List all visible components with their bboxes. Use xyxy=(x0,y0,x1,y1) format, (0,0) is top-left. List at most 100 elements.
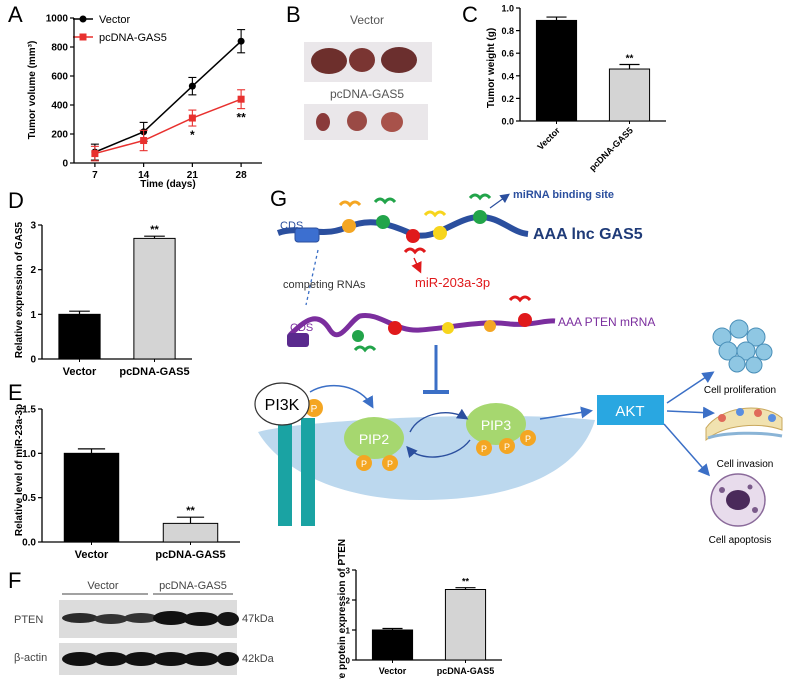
y-tick-label: 1.0 xyxy=(22,449,36,460)
y-tick-label: 0 xyxy=(346,657,351,666)
bar-gas5 xyxy=(162,522,219,543)
band-actin-2 xyxy=(94,652,128,666)
tumor-gas5-1 xyxy=(316,113,330,131)
lnc-node-orange xyxy=(342,219,356,233)
bar-vector xyxy=(63,452,120,543)
x-tick-label: 21 xyxy=(187,170,199,181)
blot-actin-label: β-actin xyxy=(14,652,47,664)
series-line-gas5 xyxy=(94,98,242,155)
y-tick-label: 0 xyxy=(62,159,68,170)
pip3-p-3-label: P xyxy=(525,434,531,444)
mir-203a-label: miR-203a-3p xyxy=(415,275,490,290)
band-pten-5 xyxy=(183,612,219,626)
pten-mrna-strand xyxy=(288,312,556,338)
cell-apoptosis-graphic xyxy=(710,473,766,527)
x-tick-label: pcDNA-GAS5 xyxy=(155,549,225,561)
akt-box xyxy=(597,395,664,425)
panel-letter-g: G xyxy=(270,186,288,211)
panel-letter-a: A xyxy=(8,2,23,27)
competing-link xyxy=(305,249,319,306)
legend-vector-marker xyxy=(79,15,87,23)
mirna-red-icon xyxy=(403,247,427,255)
cell-invasion-graphic xyxy=(705,407,783,442)
tumor-gas5-3 xyxy=(381,112,403,132)
pip2-label: PIP2 xyxy=(359,431,390,447)
y-tick-label: 0.2 xyxy=(501,94,514,104)
bar-gas5 xyxy=(444,589,487,661)
legend-gas5-label: pcDNA-GAS5 xyxy=(99,32,167,44)
mir-arrow xyxy=(411,257,422,274)
data-point-gas5 xyxy=(140,137,148,145)
pip3-p-1-label: P xyxy=(481,444,487,454)
lnc-node-yellow xyxy=(433,226,447,240)
panel-b-gas5-label: pcDNA-GAS5 xyxy=(330,87,404,101)
chart-f-ylabel: Relative protein expression of PTEN xyxy=(337,539,348,679)
y-tick-label: 200 xyxy=(51,130,68,141)
pten-node-yellow xyxy=(442,322,454,334)
akt-label: AKT xyxy=(615,403,644,420)
legend-gas5-marker xyxy=(79,33,87,41)
pten-node-green xyxy=(352,330,364,342)
y-tick-label: 0.4 xyxy=(501,71,514,81)
significance-marker: ** xyxy=(626,54,634,65)
chart-a-xlabel: Time (days) xyxy=(140,179,195,190)
akt-to-apoptosis-arrow xyxy=(663,423,710,477)
series-line-vector xyxy=(94,40,242,153)
mirna-green-bound-icon xyxy=(353,345,377,353)
receptor-p-right-label: P xyxy=(311,404,318,415)
y-tick-label: 600 xyxy=(51,72,68,83)
western-blot: Vector pcDNA-GAS5 PTEN β-actin 47kDa 42k… xyxy=(14,580,275,675)
pip3-p-2-label: P xyxy=(504,442,510,452)
pip3-to-akt-arrow xyxy=(539,406,593,420)
tumor-photos: Vector pcDNA-GAS5 xyxy=(304,13,432,140)
cell-proliferation-label: Cell proliferation xyxy=(704,385,776,396)
pten-node-red-2 xyxy=(518,313,532,327)
bar-gas5 xyxy=(608,68,651,122)
tumor-vector-3 xyxy=(381,47,417,73)
pi3k-to-pip2-arrow xyxy=(309,384,374,409)
panel-letter-c: C xyxy=(462,2,478,27)
mechanism-diagram: CDS miRNA binding site AAA lnc GAS5 miR-… xyxy=(254,189,783,546)
band-pten-4 xyxy=(153,611,189,625)
y-tick-label: 0 xyxy=(30,355,36,366)
pip2-p-2-label: P xyxy=(387,459,393,469)
panel-letter-f: F xyxy=(8,568,22,593)
y-tick-label: 2 xyxy=(346,597,351,606)
pten-mrna-label: AAA PTEN mRNA xyxy=(558,315,655,329)
chart-c-ylabel: Tumor weight (g) xyxy=(486,28,497,108)
significance-marker: ** xyxy=(186,505,195,517)
panel-letter-b: B xyxy=(286,2,301,27)
tumor-vector-1 xyxy=(311,48,347,74)
pten-node-red-1 xyxy=(388,321,402,335)
receptor-right xyxy=(301,418,315,526)
pi3k-node xyxy=(254,382,310,426)
lnc-gas5-label: AAA lnc GAS5 xyxy=(533,226,643,243)
y-tick-label: 0.0 xyxy=(501,117,514,127)
pten-protein-bar-chart: Relative protein expression of PTEN 0123… xyxy=(337,539,502,679)
x-tick-label: Vector xyxy=(63,366,97,378)
tumor-gas5-2 xyxy=(347,111,367,131)
y-tick-label: 1 xyxy=(346,627,351,636)
lnc-node-green-2 xyxy=(473,210,487,224)
band-pten-1 xyxy=(62,613,98,623)
x-tick-label: Vector xyxy=(379,666,407,676)
y-tick-label: 1.5 xyxy=(22,405,36,416)
tumor-vector-2 xyxy=(349,48,375,72)
mir23a-level-bar-chart: Relative level of miR-23a-3p 0.00.51.01.… xyxy=(14,404,240,561)
significance-marker: ** xyxy=(462,577,470,587)
blot-size-47: 47kDa xyxy=(242,613,275,625)
y-tick-label: 1.0 xyxy=(501,4,514,14)
x-tick-label: pcDNA-GAS5 xyxy=(119,366,189,378)
x-tick-label: pcDNA-GAS5 xyxy=(587,125,635,173)
pip2-p-2 xyxy=(382,455,398,471)
bar-vector xyxy=(371,629,414,661)
competing-rnas-label: competing RNAs xyxy=(283,279,366,291)
pip3-p-1 xyxy=(476,440,492,456)
data-point-gas5 xyxy=(91,150,99,158)
pip3-p-3 xyxy=(520,430,536,446)
pip3-to-pip2-arrow xyxy=(406,439,471,459)
lnc-node-red xyxy=(406,229,420,243)
mirna-green-icon xyxy=(373,197,397,205)
y-tick-label: 0.0 xyxy=(22,538,36,549)
